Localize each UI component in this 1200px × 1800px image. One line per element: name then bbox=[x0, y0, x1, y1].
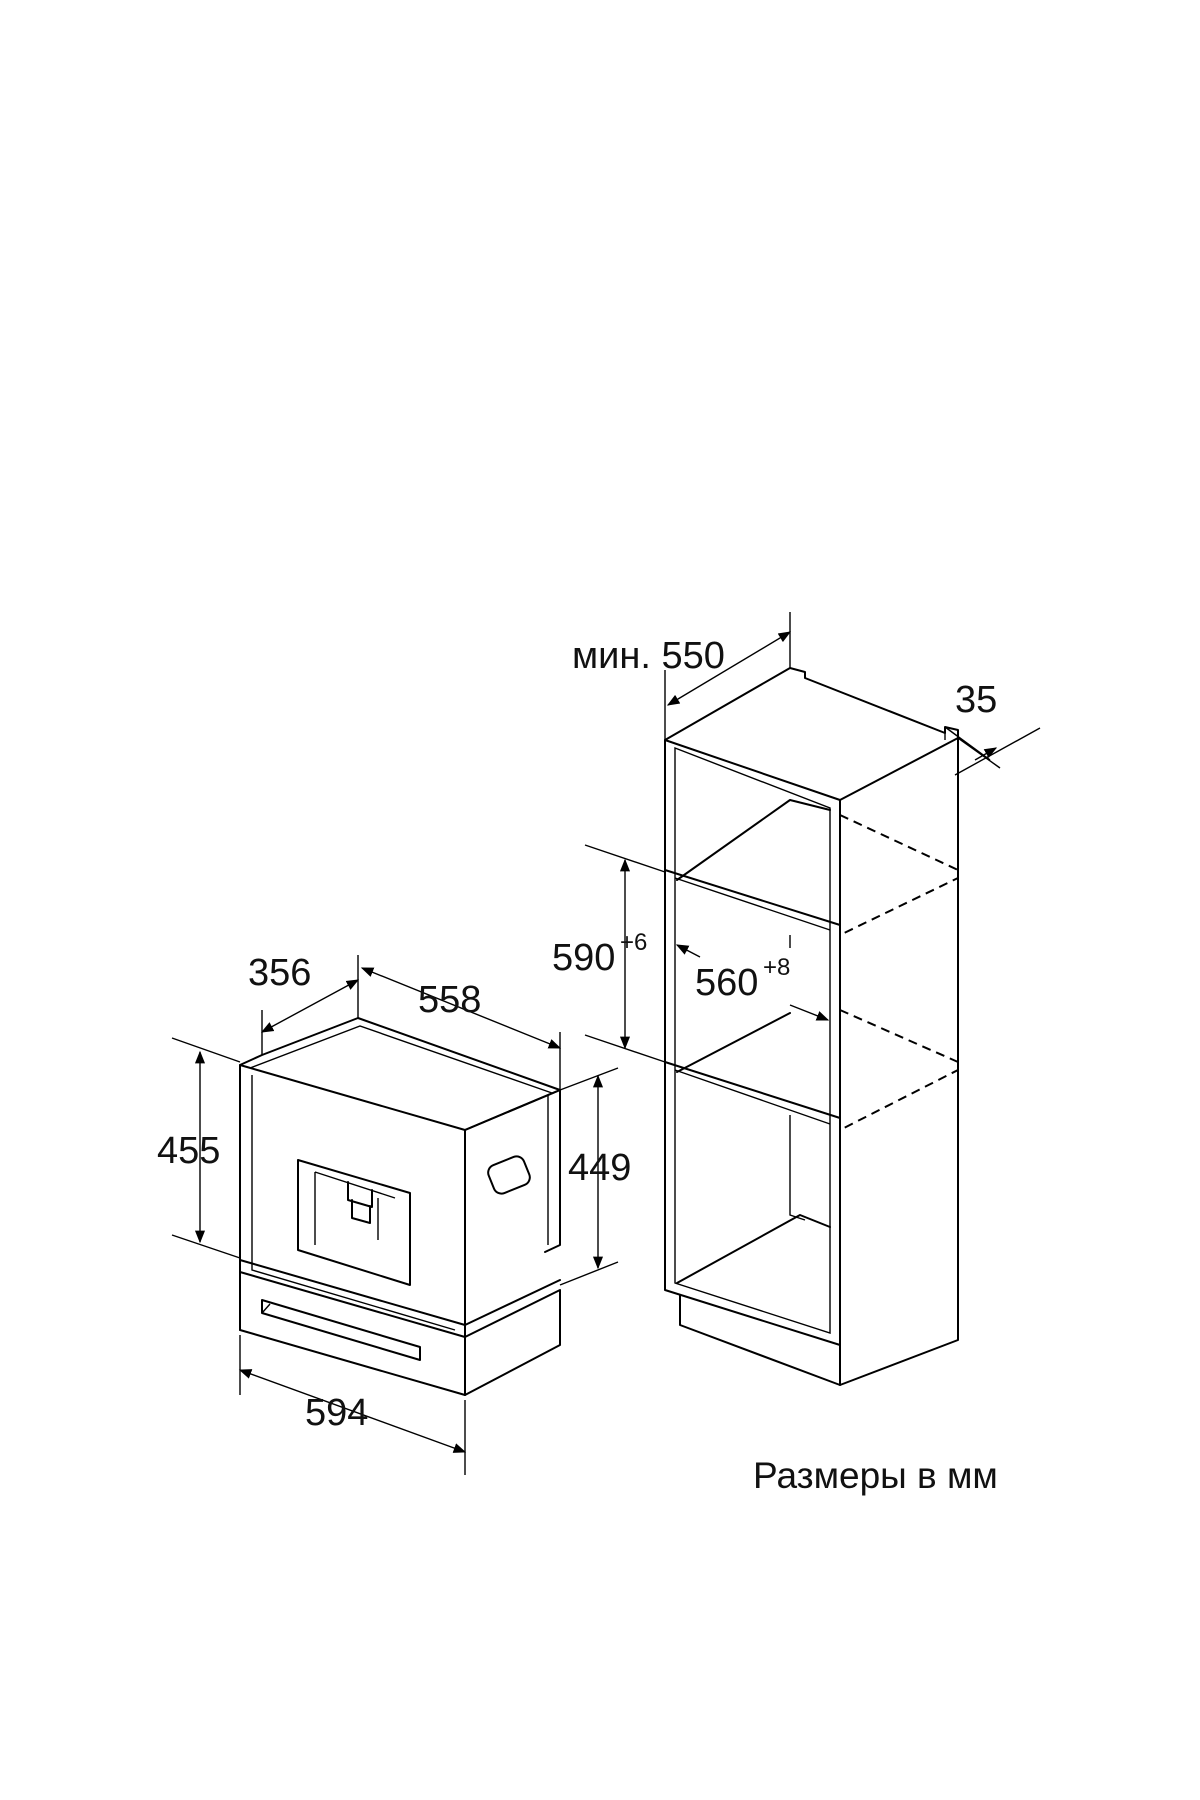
dim-560-label: 560 bbox=[695, 962, 758, 1004]
dim-560-line-left bbox=[675, 944, 701, 958]
dim-558-label: 558 bbox=[418, 979, 481, 1021]
coffee-machine-drawing bbox=[239, 1017, 561, 1396]
appliance-dimensions: 455 449 356 558 594 bbox=[157, 952, 631, 1475]
dim-449-label: 449 bbox=[568, 1147, 631, 1189]
dim-558-line bbox=[360, 967, 562, 1049]
units-caption: Размеры в мм bbox=[753, 1455, 998, 1496]
dim-590-label: 590 bbox=[552, 937, 615, 979]
dim-35-line bbox=[954, 727, 1041, 776]
dim-35-label: 35 bbox=[955, 679, 997, 721]
dim-455-label: 455 bbox=[157, 1130, 220, 1172]
dim-356-label: 356 bbox=[248, 952, 311, 994]
dim-594-label: 594 bbox=[305, 1392, 368, 1434]
dim-550-line bbox=[666, 631, 792, 706]
dim-594-line bbox=[238, 1369, 467, 1453]
dim-560-line-right bbox=[789, 1004, 830, 1021]
dim-356-line bbox=[260, 979, 360, 1033]
cabinet-dimensions: мин. 550 35 590 +6 560 +8 bbox=[552, 612, 1041, 1063]
dim-560-tolerance: +8 bbox=[763, 954, 790, 981]
cabinet-drawing bbox=[664, 667, 959, 1386]
dim-590-tolerance: +6 bbox=[620, 929, 647, 956]
dim-550-label: мин. 550 bbox=[572, 635, 725, 677]
